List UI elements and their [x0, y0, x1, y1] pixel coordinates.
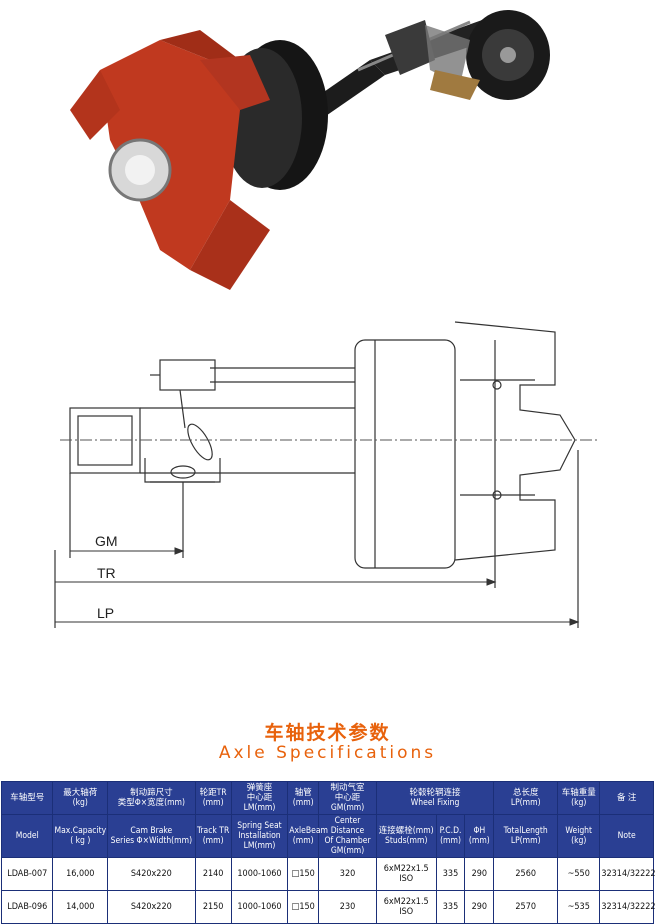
axle-spec-table: 车轴型号 最大轴荷(kg) 制动蹄尺寸类型Φ×宽度(mm) 轮距TR(mm) 弹…: [0, 781, 656, 924]
header-cell: AxleBeam(mm): [287, 814, 328, 858]
table-cell: 1000-1060: [230, 857, 289, 891]
table-cell: 320: [318, 857, 377, 891]
dimension-lines: [55, 547, 580, 626]
spec-title-english: Axle Specifications: [218, 743, 437, 763]
table-cell: 290: [464, 890, 495, 924]
header-cell: 备 注: [599, 781, 654, 815]
lp-label: LP: [97, 605, 114, 621]
table-cell: 16,000: [52, 857, 109, 891]
table-cell: 14,000: [52, 890, 109, 924]
left-hub: [70, 30, 270, 290]
table-cell: S420x220: [107, 857, 196, 891]
brake-drum-section: [354, 339, 456, 569]
table-cell: 2560: [493, 857, 559, 891]
table-cell: ~535: [557, 890, 601, 924]
right-brake-drum: [385, 10, 550, 100]
gm-label: GM: [95, 533, 118, 549]
header-cell: Note: [599, 814, 654, 858]
header-cell: 制动蹄尺寸类型Φ×宽度(mm): [107, 781, 196, 815]
table-cell: 230: [318, 890, 377, 924]
header-cell: P.C.D.(mm): [435, 814, 466, 858]
table-cell: 2570: [493, 890, 559, 924]
header-cell: 车轴重量(kg): [557, 781, 601, 815]
header-cell: 车轴型号: [0, 781, 54, 815]
header-cell: ΦH(mm): [464, 814, 495, 858]
spec-title-chinese: 车轴技术参数: [264, 722, 391, 744]
header-cell: Model: [0, 814, 54, 858]
header-cell: 轮距TR(mm): [194, 781, 232, 815]
header-cell: Max.Capacity( kg ): [52, 814, 109, 858]
table-cell: □150: [287, 890, 320, 924]
header-cell: Weight(kg): [557, 814, 601, 858]
table-cell: 1000-1060: [230, 890, 289, 924]
table-cell: 32314/32222: [599, 857, 656, 891]
header-cell: 连接螺栓(mm)Studs(mm): [375, 814, 437, 858]
table-cell: ~550: [557, 857, 601, 891]
axle-dimension-drawing: GM TR LP: [54, 321, 600, 628]
table-cell: 32314/32222: [599, 890, 656, 924]
table-cell: 290: [464, 857, 495, 891]
header-cell: 最大轴荷(kg): [52, 781, 109, 815]
header-cell: Track TR(mm): [194, 814, 232, 858]
table-cell: □150: [287, 857, 320, 891]
table-cell: 2140: [194, 857, 232, 891]
table-cell: LDAB-007: [0, 857, 54, 891]
header-row-chinese: 车轴型号 最大轴荷(kg) 制动蹄尺寸类型Φ×宽度(mm) 轮距TR(mm) 弹…: [0, 781, 654, 815]
table-cell: 335: [435, 857, 466, 891]
table-cell: 2150: [194, 890, 232, 924]
table-cell: 335: [435, 890, 466, 924]
header-cell: 轴管(mm): [287, 781, 320, 815]
table-cell: LDAB-096: [0, 890, 54, 924]
table-cell: S420x220: [107, 890, 196, 924]
axle-photo: [70, 10, 550, 290]
tr-label: TR: [97, 565, 116, 581]
